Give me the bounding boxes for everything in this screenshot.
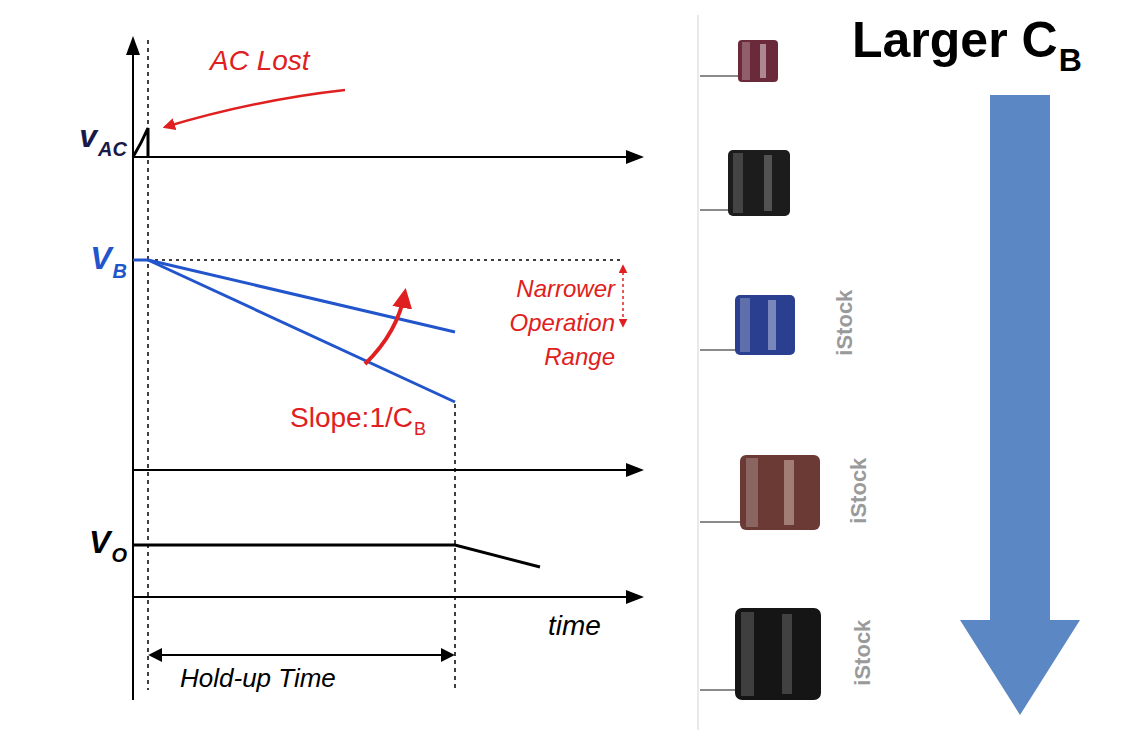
- capacitor-photo: [700, 150, 790, 216]
- axis-arrowhead: [626, 463, 644, 477]
- time-axis: [133, 156, 628, 158]
- watermark: iStock: [850, 620, 875, 686]
- capacitor-photo: [700, 455, 820, 530]
- signal-name: v: [79, 118, 97, 155]
- signal-name: V: [89, 524, 110, 561]
- range-note: Narrower Operation Range: [475, 272, 615, 374]
- signal-name: V: [90, 240, 111, 277]
- trend-arrow: [960, 95, 1080, 715]
- axis-arrowhead: [626, 590, 644, 604]
- trend-subscript: B: [1059, 42, 1082, 79]
- signal-subscript: B: [113, 260, 127, 283]
- axis-arrowhead: [626, 150, 644, 164]
- event-marker-line: [454, 404, 456, 690]
- watermark: iStock: [832, 290, 857, 356]
- slope-subscript: B: [414, 419, 426, 440]
- reference-line: [148, 259, 620, 261]
- capacitor-photo: [700, 295, 795, 355]
- time-axis: [133, 596, 628, 598]
- range-arrow: [622, 266, 624, 326]
- bus-voltage-trace: [148, 260, 455, 402]
- bus-voltage-trace: [148, 260, 455, 332]
- slope-note: Slope:1/C: [290, 402, 413, 434]
- axis-arrowhead: [126, 36, 140, 55]
- capacitor-photo: [700, 40, 778, 82]
- capacitor-photo: [700, 608, 821, 700]
- panel-rule: [697, 15, 699, 730]
- signal-subscript: O: [111, 544, 127, 567]
- bus-voltage-trace: [133, 259, 148, 262]
- callout-arrow: [165, 90, 345, 127]
- watermark: iStock: [846, 458, 871, 524]
- time-axis: [133, 469, 628, 471]
- dimension-label: Hold-up Time: [180, 664, 336, 694]
- event-label: AC Lost: [210, 45, 310, 77]
- signal-subscript: AC: [98, 138, 127, 161]
- trend-title: Larger C: [852, 12, 1058, 70]
- ac-waveform: [133, 128, 148, 157]
- output-voltage-trace: [133, 545, 540, 567]
- axis-label: time: [548, 610, 601, 642]
- vertical-axis: [132, 52, 134, 700]
- callout-arrow: [365, 292, 405, 364]
- dimension-arrow: [151, 654, 452, 656]
